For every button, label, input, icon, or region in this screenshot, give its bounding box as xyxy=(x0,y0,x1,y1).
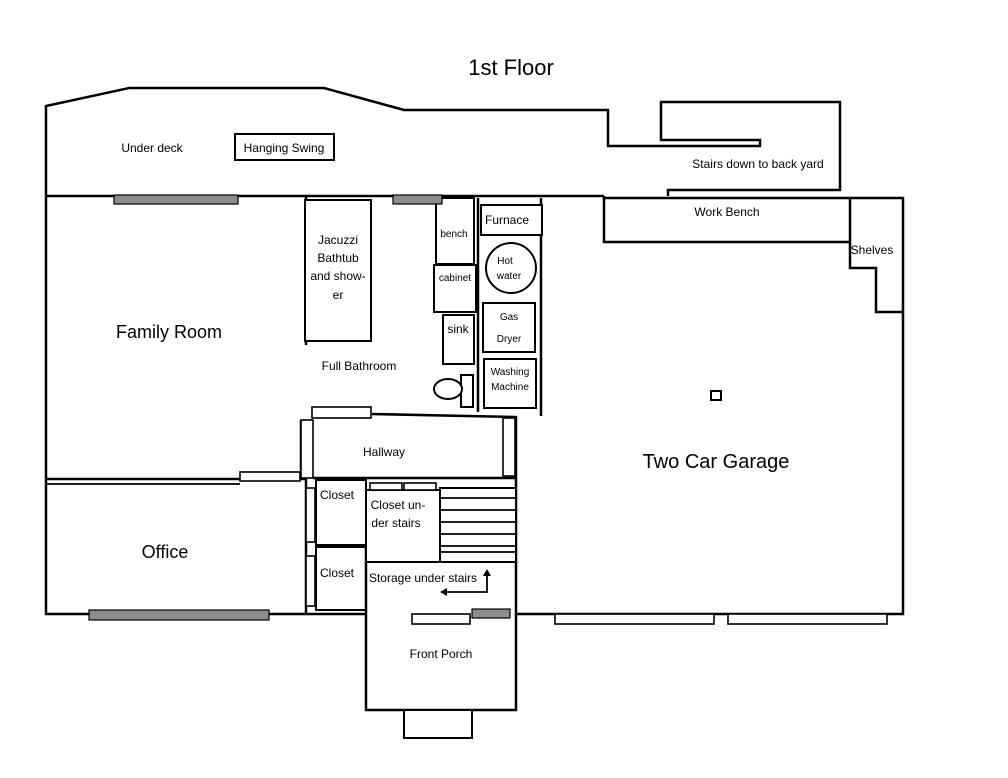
washing-machine xyxy=(483,358,537,409)
washing-machine-label-1: Washing xyxy=(491,367,530,378)
closet-upper-door xyxy=(305,487,316,543)
hallway-west-door xyxy=(300,419,314,479)
cabinet xyxy=(433,264,477,313)
hot-water-label-2: water xyxy=(496,271,522,282)
hanging-swing-label: Hanging Swing xyxy=(244,141,325,155)
jacuzzi-label-3: and show- xyxy=(310,269,365,283)
work-bench xyxy=(602,198,850,244)
closet-lower xyxy=(315,546,367,611)
storage-under-stairs-label: Storage under stairs xyxy=(369,571,477,585)
bench-label: bench xyxy=(440,229,467,240)
jacuzzi-label-4: er xyxy=(333,288,344,302)
furnace xyxy=(480,204,543,236)
jacuzzi-label-1: Jacuzzi xyxy=(318,233,358,247)
hallway-east-door xyxy=(502,417,516,477)
washing-machine-label-2: Machine xyxy=(491,382,529,393)
sink xyxy=(442,314,475,365)
arrow-head-left xyxy=(440,588,447,596)
garage-label: Two Car Garage xyxy=(643,451,790,473)
closet-lower-label: Closet xyxy=(320,566,355,580)
jacuzzi-tub xyxy=(304,199,372,342)
stairs-back-yard-label: Stairs down to back yard xyxy=(692,157,823,171)
full-bathroom-label: Full Bathroom xyxy=(322,359,397,373)
closet-upper-label: Closet xyxy=(320,488,355,502)
work-bench-label: Work Bench xyxy=(694,205,759,219)
family-room-window xyxy=(113,194,239,205)
floor-title: 1st Floor xyxy=(468,55,554,80)
gas-dryer xyxy=(482,302,536,353)
closet-under-stairs-door-b xyxy=(403,482,437,491)
front-window xyxy=(471,608,511,619)
family-room-door xyxy=(239,471,301,482)
bath-door xyxy=(311,406,372,419)
closet-under-stairs-label-1: Closet un- xyxy=(371,498,426,512)
front-porch-label: Front Porch xyxy=(410,647,473,661)
closet-under-stairs-door-a xyxy=(369,482,403,491)
front-door xyxy=(411,613,471,625)
deck-outline xyxy=(44,86,842,196)
closet-under-stairs xyxy=(365,489,441,563)
furnace-label: Furnace xyxy=(485,213,529,227)
gas-dryer-label-1: Gas xyxy=(500,312,518,323)
gas-dryer-label-2: Dryer xyxy=(497,334,522,345)
garage-post xyxy=(710,390,722,401)
office-window xyxy=(88,609,270,621)
hot-water-heater xyxy=(485,242,537,294)
arrow-head-up xyxy=(483,569,491,576)
toilet-bowl xyxy=(433,378,463,400)
toilet-tank xyxy=(460,374,474,408)
garage-door-right xyxy=(727,613,888,625)
bath-south-wall xyxy=(371,412,517,419)
stairs-direction-arrow xyxy=(444,574,488,593)
family-room-label: Family Room xyxy=(116,322,222,342)
front-porch xyxy=(364,614,518,712)
closet-lower-door xyxy=(305,555,316,607)
hallway-label: Hallway xyxy=(363,445,405,459)
closet-under-stairs-label-2: der stairs xyxy=(371,516,420,530)
closet-upper xyxy=(315,479,367,546)
office-label: Office xyxy=(142,542,189,562)
staircase xyxy=(439,487,517,563)
garage-door-left xyxy=(554,613,715,625)
jacuzzi-label-2: Bathtub xyxy=(317,251,359,265)
bathroom-window xyxy=(392,194,443,205)
hot-water-label-1: Hot xyxy=(497,256,513,267)
shelves xyxy=(848,198,903,314)
hanging-swing xyxy=(234,133,335,161)
sink-label: sink xyxy=(447,322,469,336)
shelves-label: Shelves xyxy=(851,243,894,257)
porch-step xyxy=(403,709,473,739)
under-deck-label: Under deck xyxy=(121,141,183,155)
cabinet-label: cabinet xyxy=(439,273,471,284)
